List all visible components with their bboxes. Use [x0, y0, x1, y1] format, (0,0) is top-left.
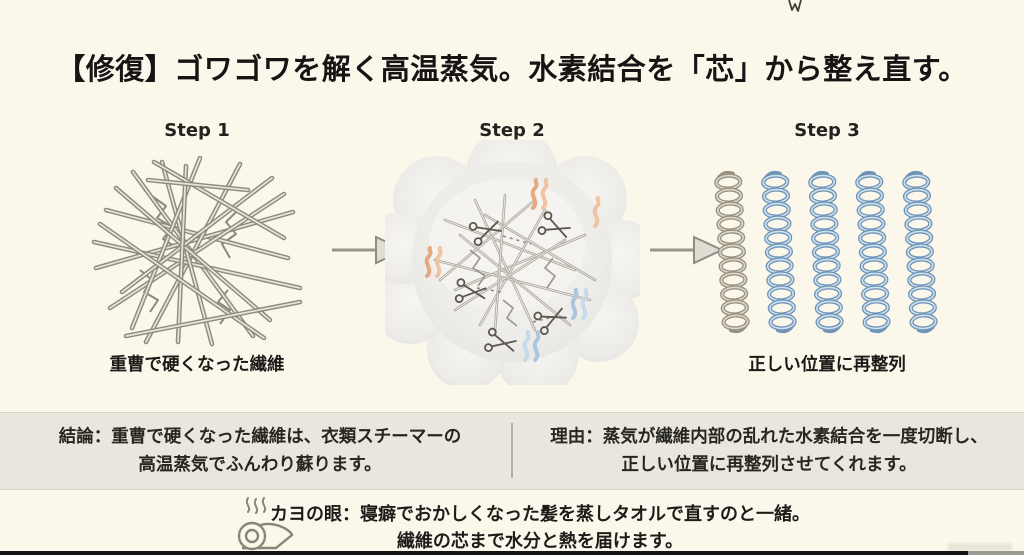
step-1-label: Step 1: [164, 120, 230, 141]
watermark: [948, 543, 1012, 551]
old-coil: [714, 170, 750, 334]
step-1-caption: 重曹で硬くなった繊維: [109, 355, 285, 375]
cloud-shape: [385, 140, 640, 385]
bottom-edge-bar: [0, 551, 968, 555]
realigned-coils-illustration: [714, 170, 938, 334]
reason-text: 理由：蒸気が繊維内部の乱れた水素結合を一度切断し、 正しい位置に再整列させてくれ…: [524, 423, 1014, 479]
step-3-caption: 正しい位置に再整列: [748, 355, 906, 375]
step-2-label: Step 2: [479, 120, 545, 141]
steaming-towel-icon: [237, 497, 294, 551]
scissors-icon: [533, 307, 567, 335]
new-coil: [902, 170, 938, 334]
mouse-cursor: [788, 0, 802, 12]
tangled-fibers-illustration: [91, 155, 303, 347]
new-coil: [808, 170, 844, 334]
note-line-1: カヨの眼：寝癖でおかしくなった髪を蒸しタオルで直すのと一緒。: [270, 504, 810, 525]
scissors-icon: [537, 211, 571, 239]
scissors-icon: [484, 327, 517, 353]
conclusion-text: 結論：重曹で硬くなった繊維は、衣類スチーマーの 高温蒸気でふんわり蘇ります。: [20, 423, 500, 479]
step-3-label: Step 3: [794, 120, 860, 141]
arrow-right-icon: [650, 235, 724, 265]
reason-line-2: 正しい位置に再整列させてくれます。: [621, 455, 917, 475]
summary-divider: [511, 423, 513, 478]
new-coil: [855, 170, 891, 334]
slide-title: 【修復】ゴワゴワを解く高温蒸気。水素結合を「芯」から整え直す。: [56, 52, 968, 86]
note-text: カヨの眼：寝癖でおかしくなった髪を蒸しタオルで直すのと一緒。 繊維の芯まで水分と…: [240, 501, 840, 555]
note-line-2: 繊維の芯まで水分と熱を届けます。: [396, 531, 684, 552]
bottom-edge-bar-tail: [968, 551, 1024, 555]
conclusion-line-1: 結論：重曹で硬くなった繊維は、衣類スチーマーの: [58, 427, 462, 447]
conclusion-line-2: 高温蒸気でふんわり蘇ります。: [138, 455, 382, 475]
scissors-icon: [454, 278, 487, 303]
scissors-icon: [468, 220, 502, 247]
reason-line-1: 理由：蒸気が繊維内部の乱れた水素結合を一度切断し、: [550, 427, 988, 447]
new-coil: [761, 170, 797, 334]
steam-cloud-illustration: [385, 140, 640, 385]
